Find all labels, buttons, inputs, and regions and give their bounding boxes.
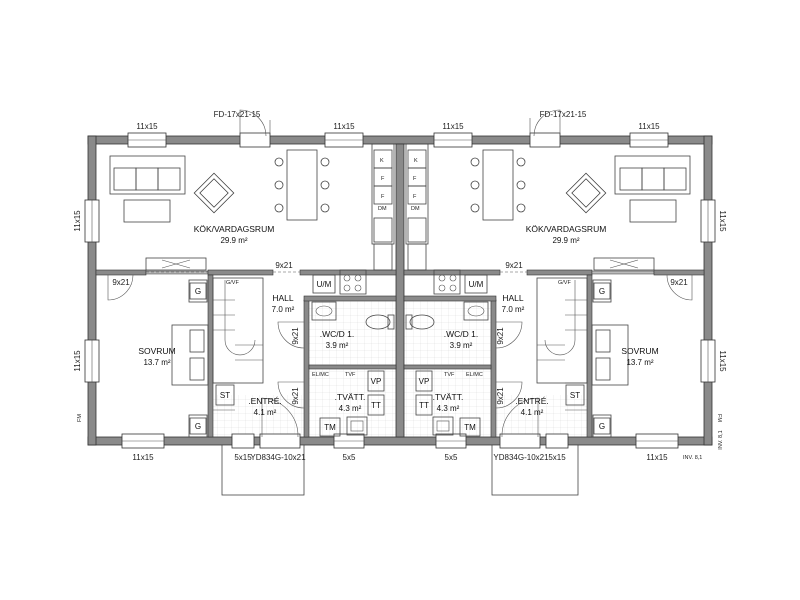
entrance-porch-right xyxy=(491,397,579,496)
room-name-bedroom-left: SOVRUM xyxy=(138,346,175,356)
fixture-g-left-1: G xyxy=(195,287,201,296)
fixture-dm-right: DM xyxy=(411,206,420,212)
fixture-tm-right: TM xyxy=(464,423,476,432)
fixture-boxes-right: U/M G G G/VF ST VP TT TM TVF EL/MC K F F… xyxy=(411,158,611,437)
window-label-top-4: 11x15 xyxy=(638,122,660,131)
fixture-vp-right: VP xyxy=(419,377,430,386)
fixture-tm-left: TM xyxy=(324,423,336,432)
fixture-k-left: K xyxy=(380,158,384,164)
fixture-g-right-2: G xyxy=(599,422,605,431)
door-label-9x21-right-2: 9x21 xyxy=(505,261,523,270)
room-name-living-right: KÖK/VARDAGSRUM xyxy=(526,224,607,234)
room-area-bedroom-right: 13.7 m² xyxy=(626,358,653,367)
door-label-top-right: FD-17x21-15 xyxy=(540,110,587,119)
fm-label-left: FM xyxy=(77,414,83,422)
door-label-9x21-right-3: 9x21 xyxy=(496,327,505,345)
fixture-boxes-left: U/M G G G/VF ST VP TT TM EL/MC TVF K F F… xyxy=(189,158,387,437)
interior-walls xyxy=(95,143,705,438)
room-area-entry-right: 4.1 m² xyxy=(521,408,544,417)
furniture-left xyxy=(109,143,395,438)
window-label-top-3: 11x15 xyxy=(442,122,464,131)
room-area-bedroom-left: 13.7 m² xyxy=(143,358,170,367)
fixture-f-right-2: F xyxy=(413,194,417,200)
room-area-hall-left: 7.0 m² xyxy=(272,305,295,314)
fixture-elmc-left: EL/MC xyxy=(312,372,329,378)
fm-label-right: FM xyxy=(716,414,722,422)
window-label-right-2: 11x15 xyxy=(718,350,727,372)
window-label-left-2: 11x15 xyxy=(73,350,82,372)
terrace-door-top-right[interactable] xyxy=(529,109,561,148)
fixture-k-right: K xyxy=(414,158,418,164)
window-label-bottom-3: 5x5 xyxy=(343,453,356,462)
fixture-gvf-right: G/VF xyxy=(558,280,571,286)
fixture-st-right: ST xyxy=(570,391,580,400)
door-label-9x21-right-1: 9x21 xyxy=(670,278,688,287)
fixture-f-left-2: F xyxy=(381,194,385,200)
room-name-wc-left: .WC/D 1. xyxy=(320,329,354,339)
window-label-bottom-4: 5x5 xyxy=(445,453,458,462)
room-area-laundry-left: 4.3 m² xyxy=(339,404,362,413)
door-label-top-left: FD-17x21-15 xyxy=(214,110,261,119)
door-label-9x21-left-1: 9x21 xyxy=(112,278,130,287)
window-label-top-1: 11x15 xyxy=(136,122,158,131)
window-label-bottom-5: 5x15 xyxy=(548,453,566,462)
fixture-g-left-2: G xyxy=(195,422,201,431)
fixture-gvf-left: G/VF xyxy=(226,280,239,286)
window-label-top-2: 11x15 xyxy=(333,122,355,131)
fixture-dm-left: DM xyxy=(378,206,387,212)
entrance-porch-left xyxy=(221,397,305,496)
room-name-wc-right: .WC/D 1. xyxy=(444,329,478,339)
room-area-entry-left: 4.1 m² xyxy=(254,408,277,417)
fixture-elmc-right: EL/MC xyxy=(466,372,483,378)
window-label-right-1: 11x15 xyxy=(718,210,727,232)
window-label-left-1: 11x15 xyxy=(73,210,82,232)
door-label-9x21-left-4: 9x21 xyxy=(291,387,300,405)
door-label-entry-left: YD834G-10x21 xyxy=(250,453,306,462)
window-label-bottom-1: 11x15 xyxy=(132,453,154,462)
fixture-f-right-1: F xyxy=(413,176,417,182)
fixture-tt-left: TT xyxy=(371,401,381,410)
fixture-st-left: ST xyxy=(220,391,230,400)
room-area-hall-right: 7.0 m² xyxy=(502,305,525,314)
door-label-9x21-right-4: 9x21 xyxy=(496,387,505,405)
room-name-bedroom-right: SOVRUM xyxy=(621,346,658,356)
fixture-tvf-right: TVF xyxy=(444,372,455,378)
room-name-entry-right: .ENTRÉ. xyxy=(515,396,549,406)
fixture-um-right: U/M xyxy=(469,280,484,289)
inv-label-side: INV. 8,1 xyxy=(718,430,724,449)
room-name-laundry-left: .TVÄTT. xyxy=(335,392,366,402)
room-name-living-left: KÖK/VARDAGSRUM xyxy=(194,224,275,234)
room-name-hall-left: HALL xyxy=(272,293,294,303)
fixture-tt-right: TT xyxy=(419,401,429,410)
room-name-laundry-right: .TVÄTT. xyxy=(433,392,464,402)
room-area-living-left: 29.9 m² xyxy=(220,236,247,245)
fixture-g-right-1: G xyxy=(599,287,605,296)
room-labels-left: KÖK/VARDAGSRUM 29.9 m² HALL 7.0 m² SOVRU… xyxy=(138,224,365,417)
door-label-9x21-left-3: 9x21 xyxy=(291,327,300,345)
room-area-wc-right: 3.9 m² xyxy=(450,341,473,350)
inv-label: INV. 8,1 xyxy=(683,455,702,461)
room-area-living-right: 29.9 m² xyxy=(552,236,579,245)
window-label-bottom-6: 11x15 xyxy=(646,453,668,462)
door-label-entry-right: YD834G-10x21 xyxy=(493,453,549,462)
terrace-door-top-left[interactable] xyxy=(239,109,271,148)
interior-doors xyxy=(107,271,693,409)
room-area-laundry-right: 4.3 m² xyxy=(437,404,460,413)
door-label-9x21-left-2: 9x21 xyxy=(275,261,293,270)
opening-labels: 11x15 FD-17x21-15 11x15 11x15 FD-17x21-1… xyxy=(73,110,727,462)
windows xyxy=(84,132,716,449)
fixture-f-left-1: F xyxy=(381,176,385,182)
fixture-tvf-left: TVF xyxy=(345,372,356,378)
fixture-um-left: U/M xyxy=(317,280,332,289)
furniture-right xyxy=(405,143,691,438)
room-area-wc-left: 3.9 m² xyxy=(326,341,349,350)
fixture-vp-left: VP xyxy=(371,377,382,386)
window-label-bottom-2: 5x15 xyxy=(234,453,252,462)
room-name-hall-right: HALL xyxy=(502,293,524,303)
room-name-entry-left: .ENTRÉ. xyxy=(248,396,282,406)
room-labels-right: KÖK/VARDAGSRUM 29.9 m² HALL 7.0 m² SOVRU… xyxy=(433,224,659,417)
